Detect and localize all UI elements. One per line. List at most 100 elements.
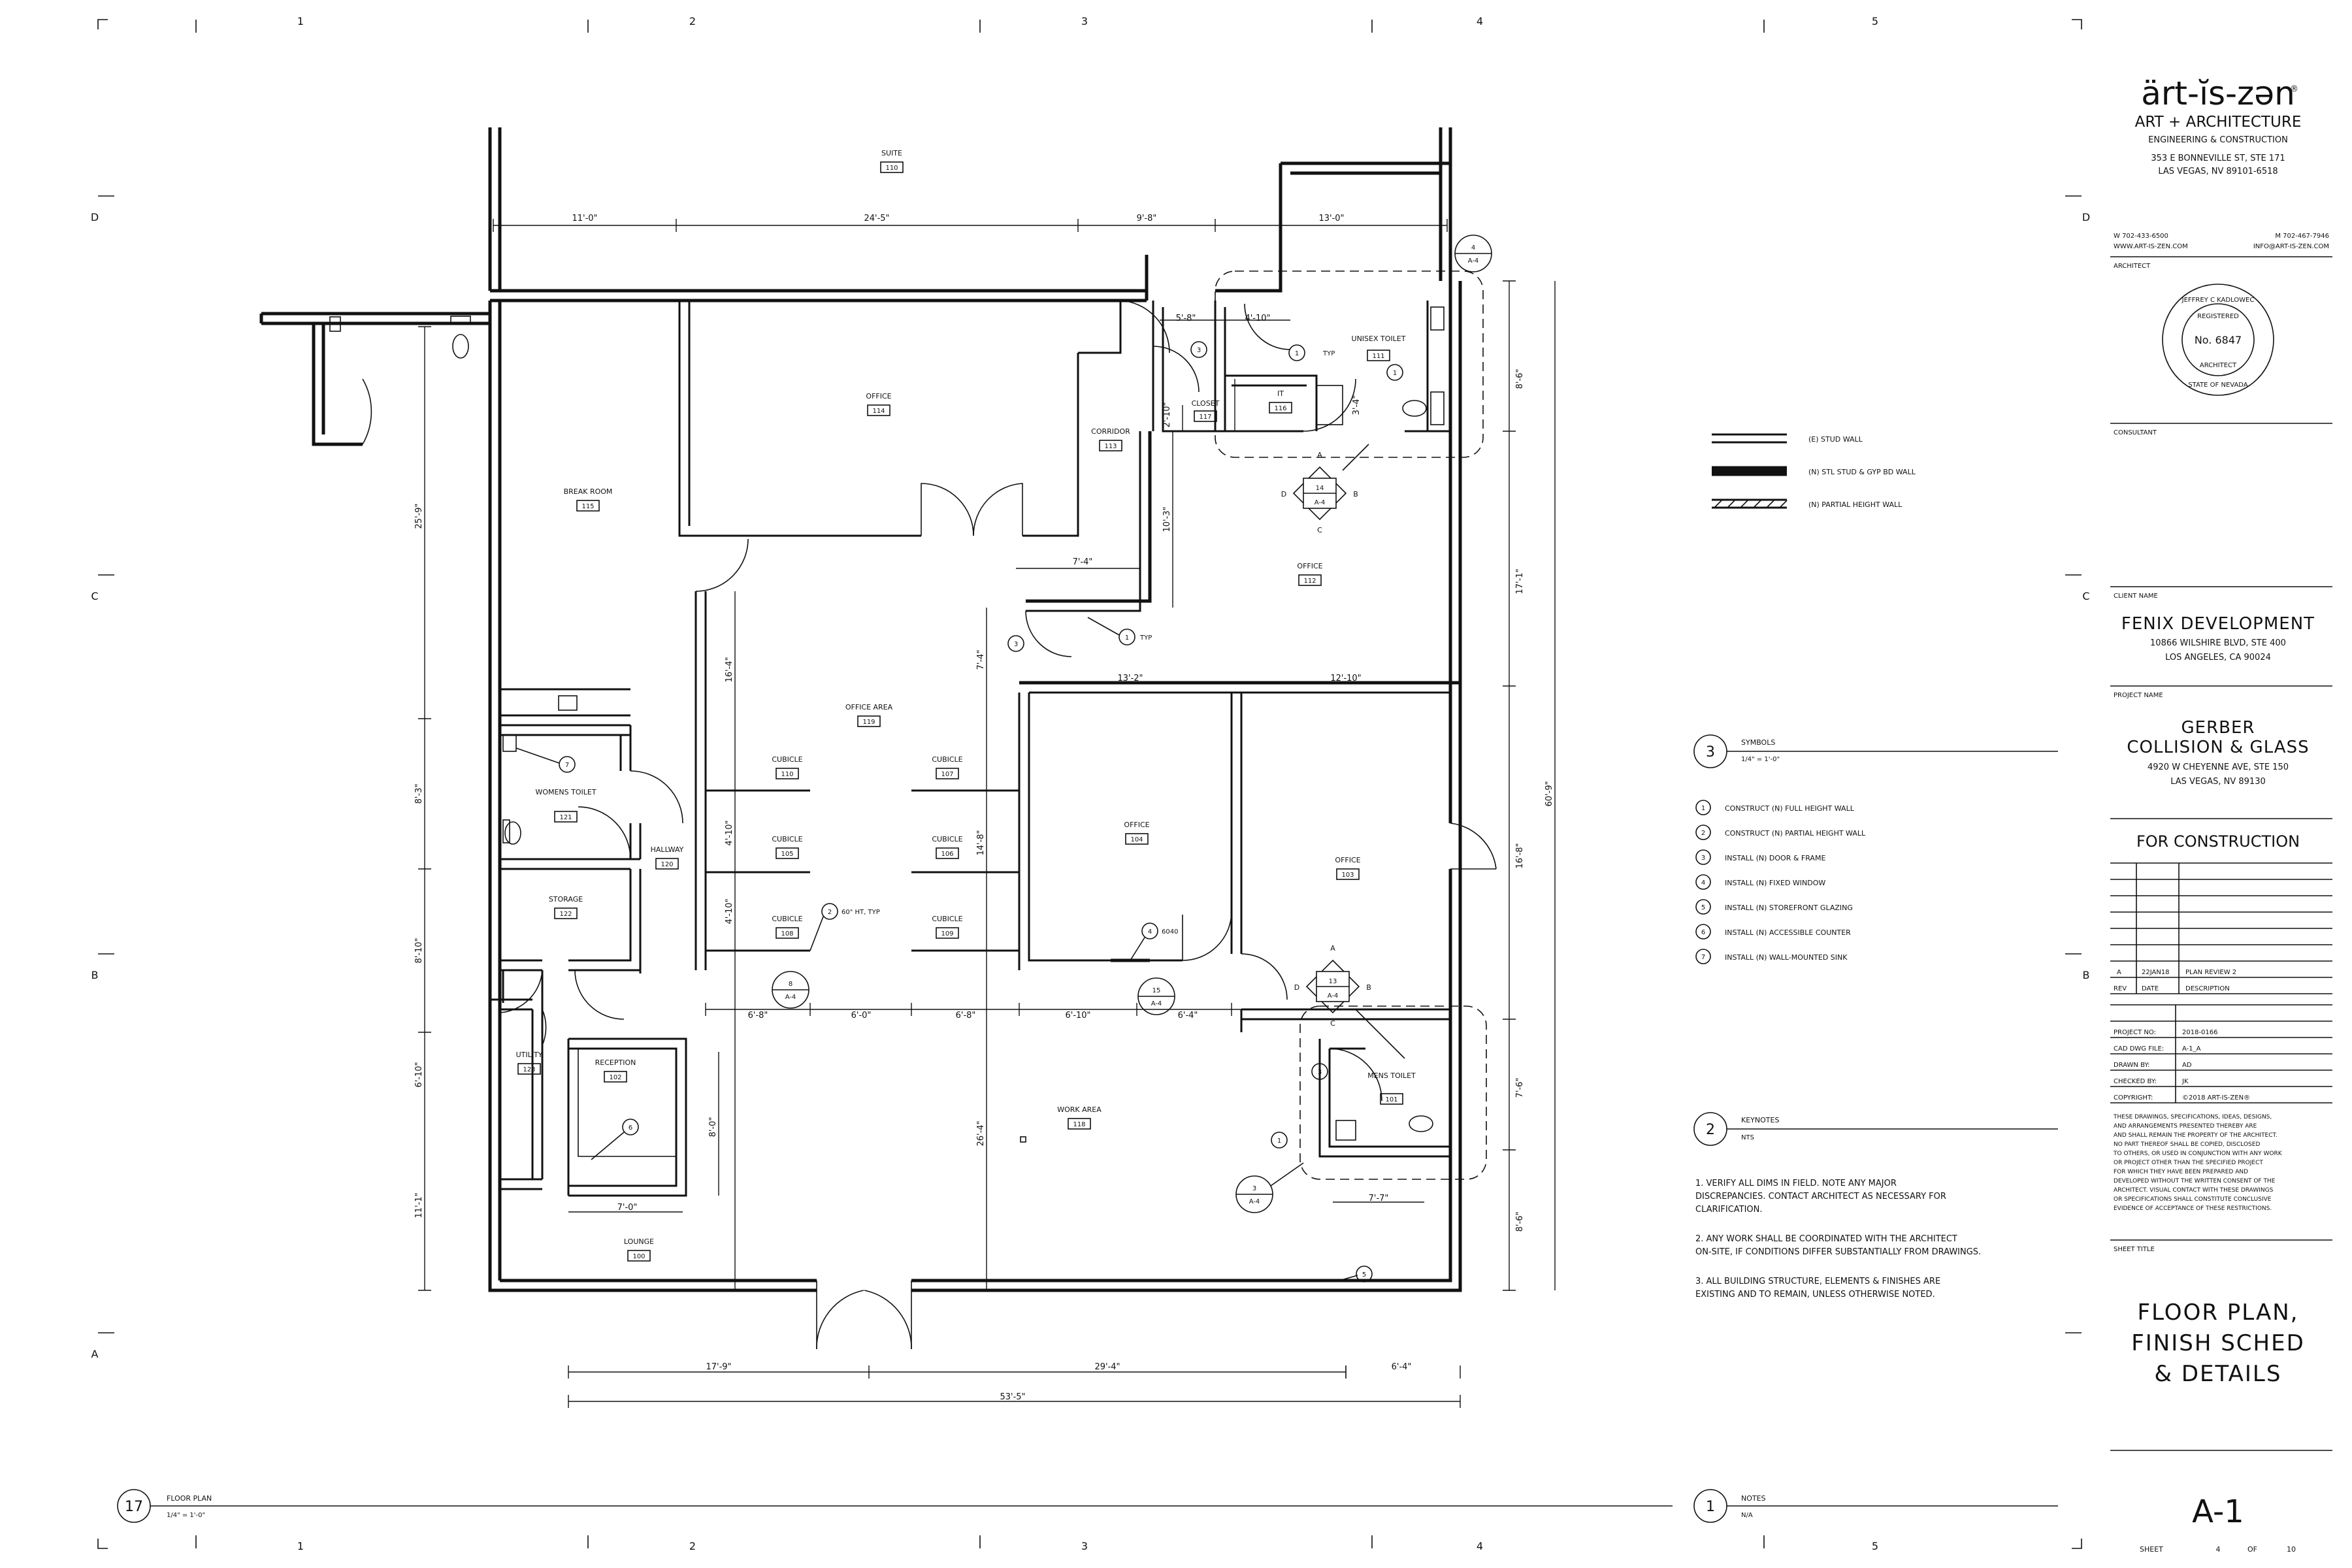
svg-text:1: 1	[1393, 370, 1397, 377]
room-number: 113	[1104, 443, 1117, 450]
room-number: 100	[632, 1253, 645, 1260]
room-number: 103	[1341, 872, 1354, 879]
svg-text:4: 4	[1701, 879, 1705, 887]
room-number: 112	[1303, 578, 1316, 585]
room-number: 115	[581, 503, 594, 510]
room-number: 104	[1130, 836, 1143, 843]
svg-text:1: 1	[1125, 634, 1129, 642]
project-name: COLLISION & GLASS	[2127, 738, 2309, 757]
firm-subtitle: ENGINEERING & CONSTRUCTION	[2148, 135, 2288, 145]
svg-text:5: 5	[1362, 1271, 1366, 1279]
room-name: IT	[1277, 389, 1284, 398]
svg-text:DRAWN BY:: DRAWN BY:	[2114, 1062, 2150, 1069]
grid-row-label: C	[2082, 590, 2089, 602]
dim-label: 6'-8"	[956, 1011, 976, 1021]
dim-label: 14'-8"	[976, 830, 986, 855]
svg-text:EVIDENCE OF ACCEPTANCE OF THES: EVIDENCE OF ACCEPTANCE OF THESE RESTRICT…	[2114, 1205, 2272, 1212]
room-number: 101	[1385, 1096, 1397, 1103]
dim-label: 10'-3"	[1162, 506, 1172, 532]
grid-row-label: D	[91, 211, 99, 223]
keynote-line: EXISTING AND TO REMAIN, UNLESS OTHERWISE…	[1695, 1290, 1935, 1299]
room-name: BREAK ROOM	[564, 487, 613, 496]
svg-text:8: 8	[789, 981, 792, 988]
room-name: CUBICLE	[772, 915, 802, 923]
room-number: 123	[523, 1066, 535, 1073]
keynote-marker: 1 TYP	[1288, 344, 1335, 361]
room-name: OFFICE	[1335, 856, 1360, 864]
keynote-marker: 2 60" HT, TYP	[809, 903, 880, 951]
room-name: WORK AREA	[1057, 1105, 1102, 1114]
room-number: 119	[862, 719, 875, 726]
svg-text:©2018 ART-IS-ZEN®: ©2018 ART-IS-ZEN®	[2182, 1094, 2250, 1102]
grid-col-label: 3	[1081, 1540, 1088, 1552]
room-number: 109	[941, 930, 953, 938]
architect-seal: JEFFREY C KADLOWEC REGISTERED No. 6847 A…	[2162, 284, 2274, 396]
revision-table: A 22JAN18 PLAN REVIEW 2 REV DATE DESCRIP…	[2110, 863, 2332, 994]
disclaimer: THESE DRAWINGS, SPECIFICATIONS, IDEAS, D…	[2113, 1114, 2283, 1212]
sheet-number: A-1	[2192, 1494, 2244, 1530]
consultant-label: CONSULTANT	[2114, 429, 2157, 436]
svg-text:TO OTHERS, OR USED IN CONJUNCT: TO OTHERS, OR USED IN CONJUNCTION WITH A…	[2113, 1151, 2283, 1157]
svg-text:C: C	[1330, 1019, 1335, 1028]
grid-col-label: 5	[1872, 1540, 1878, 1552]
room-name: UNISEX TOILET	[1352, 335, 1406, 343]
svg-text:PROJECT NO:: PROJECT NO:	[2114, 1029, 2156, 1036]
svg-text:2: 2	[828, 909, 832, 916]
svg-text:NO PART THEREOF SHALL BE COPIE: NO PART THEREOF SHALL BE COPIED, DISCLOS…	[2114, 1141, 2260, 1148]
svg-text:A: A	[1330, 944, 1335, 953]
svg-text:COPYRIGHT:: COPYRIGHT:	[2114, 1094, 2153, 1102]
svg-text:A-4: A-4	[1315, 499, 1326, 506]
existing-walls	[259, 127, 1452, 446]
dim-label: 5'-8"	[1176, 314, 1196, 323]
svg-text:DEVELOPED WITHOUT THE WRITTEN: DEVELOPED WITHOUT THE WRITTEN CONSENT OF…	[2114, 1178, 2276, 1184]
keynote-marker: 1	[1386, 364, 1403, 381]
room-labels: SUITE 110 OFFICE 114 CORRIDOR 113 BREAK …	[516, 149, 1416, 1260]
room-number: 106	[941, 851, 953, 858]
grid-row-label: D	[2082, 211, 2090, 223]
elevation-marker-14: 14 A-4 A B C D	[1281, 444, 1369, 534]
symbol-item: INSTALL (N) FIXED WINDOW	[1725, 879, 1825, 887]
firm-name: ART + ARCHITECTURE	[2135, 114, 2302, 131]
legend-label: (N) STL STUD & GYP BD WALL	[1808, 468, 1916, 476]
svg-text:OR SPECIFICATIONS SHALL CONSTI: OR SPECIFICATIONS SHALL CONSTITUTE CONCL…	[2114, 1196, 2272, 1203]
firm-logo-mark: ®	[2290, 84, 2298, 94]
keynotes-title: KEYNOTES	[1741, 1116, 1779, 1124]
keynotes-list: 1. VERIFY ALL DIMS IN FIELD. NOTE ANY MA…	[1695, 1179, 1981, 1299]
keynotes-number: 2	[1706, 1122, 1715, 1138]
grid-col-label: 4	[1477, 1540, 1483, 1552]
legend-label: (N) PARTIAL HEIGHT WALL	[1808, 500, 1903, 509]
dim-label: 16'-8"	[1515, 843, 1525, 868]
grid-col-label: 5	[1872, 15, 1878, 27]
svg-text:C: C	[1317, 526, 1322, 534]
room-number: 111	[1372, 353, 1384, 360]
keynote-line: ON-SITE, IF CONDITIONS DIFFER SUBSTANTIA…	[1695, 1247, 1981, 1257]
room-number: 105	[781, 851, 793, 858]
dim-label: 8'-10"	[414, 938, 424, 963]
svg-text:STATE OF NEVADA: STATE OF NEVADA	[2188, 382, 2248, 389]
room-number: 121	[559, 814, 572, 821]
room-number: 102	[609, 1074, 621, 1081]
dim-label: 6'-10"	[1065, 1011, 1090, 1021]
svg-text:A-4: A-4	[1328, 992, 1339, 1000]
keynote-line: DISCREPANCIES. CONTACT ARCHITECT AS NECE…	[1695, 1192, 1946, 1201]
keynote-marker: 4 6040	[1130, 923, 1178, 961]
room-name: CUBICLE	[772, 755, 802, 764]
elevation-markers: 14 A-4 A B C D 13 A-4 A B C D	[1281, 444, 1405, 1059]
dim-label: 60'-9"	[1544, 781, 1554, 806]
dim-label: 13'-0"	[1318, 214, 1344, 223]
client-name: FENIX DEVELOPMENT	[2121, 614, 2315, 634]
svg-text:TYP: TYP	[1139, 634, 1152, 642]
sheet-title: & DETAILS	[2155, 1361, 2282, 1387]
room-name: STORAGE	[549, 895, 583, 904]
plan-keynote-markers: 3 1 TYP 1 1 TYP 3 7	[515, 341, 1403, 1282]
room-number: 107	[941, 771, 953, 778]
svg-text:A: A	[1317, 451, 1322, 459]
project-address: 4920 W CHEYENNE AVE, STE 150	[2148, 762, 2289, 772]
keynote-marker: 5	[1339, 1266, 1373, 1282]
notes-title: 1 NOTES N/A	[1693, 1489, 2058, 1523]
keynote-marker: 7	[515, 747, 576, 773]
svg-text:2: 2	[1701, 830, 1705, 837]
svg-text:A-4: A-4	[785, 994, 796, 1001]
detail-clouds	[1215, 270, 1487, 1180]
grid-col-label: 4	[1477, 15, 1483, 27]
